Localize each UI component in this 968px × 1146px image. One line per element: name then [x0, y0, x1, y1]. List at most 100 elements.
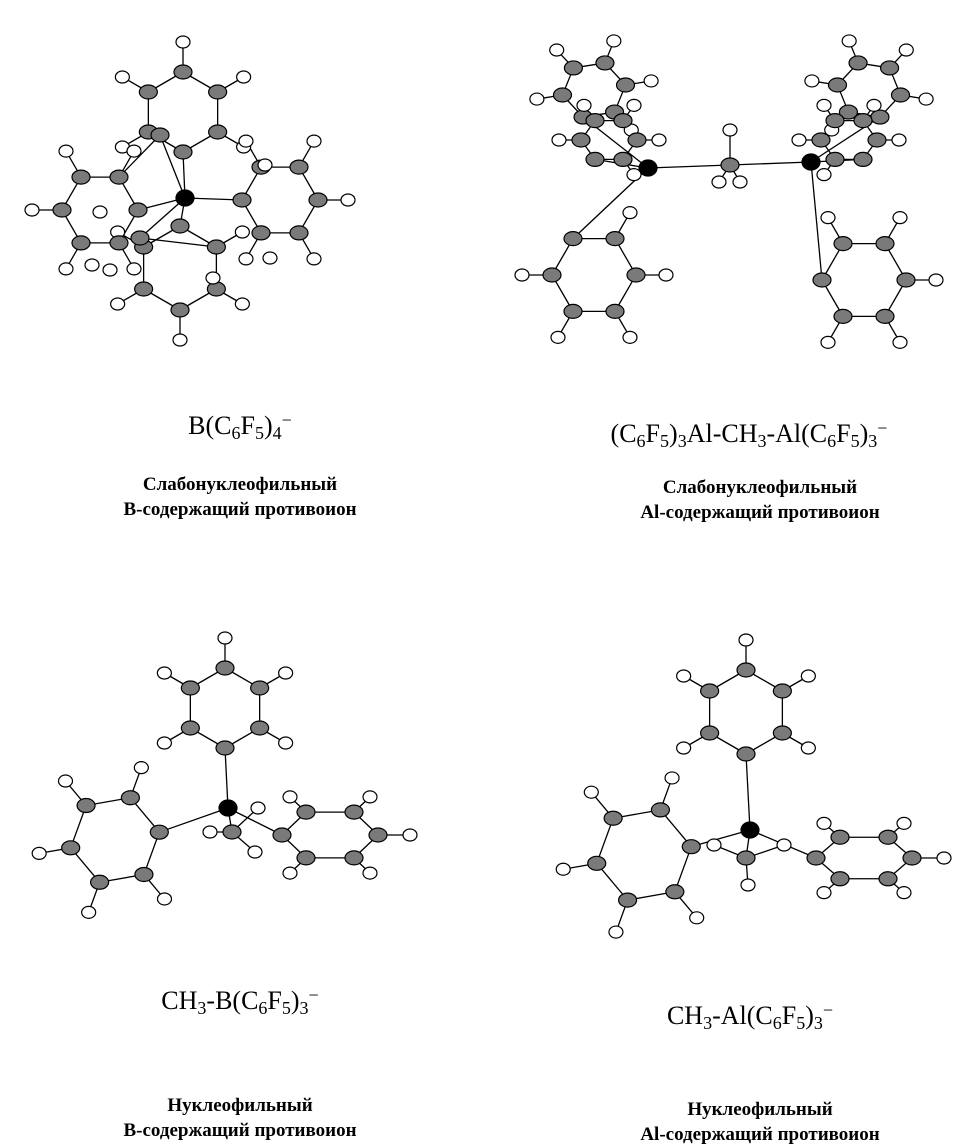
caption-b-c6f5-4: Слабонуклеофильный B-содержащий противои…	[40, 472, 440, 522]
fluorine-atom	[236, 70, 252, 84]
fluorine-atom	[689, 911, 705, 925]
carbon-atom	[289, 159, 309, 175]
fluorine-atom	[892, 211, 908, 225]
carbon-atom	[120, 790, 140, 806]
fluorine-atom	[658, 268, 674, 282]
fluorine-atom	[202, 825, 218, 839]
bond-line	[159, 134, 186, 199]
fluorine-atom	[816, 886, 832, 900]
fluorine-atom	[722, 123, 738, 137]
carbon-atom	[875, 308, 895, 324]
carbon-atom	[617, 892, 638, 908]
formula-part: −	[822, 1000, 834, 1020]
formula-part: 5	[796, 1013, 806, 1033]
carbon-atom	[109, 235, 129, 251]
fluorine-atom	[234, 297, 250, 311]
formula-part: F	[240, 411, 255, 440]
fluorine-atom	[247, 845, 263, 859]
carbon-atom	[208, 84, 228, 100]
carbon-atom	[833, 236, 853, 252]
carbon-atom	[250, 720, 270, 736]
formula-part: F	[836, 419, 851, 448]
carbon-atom	[296, 804, 316, 820]
carbon-atom	[208, 124, 228, 140]
carbon-atom	[71, 169, 91, 185]
formula-part: −	[281, 410, 292, 430]
carbon-atom	[875, 236, 895, 252]
carbon-atom	[542, 267, 562, 283]
carbon-atom	[627, 132, 647, 148]
fluorine-atom	[583, 785, 599, 799]
carbon-atom	[830, 829, 850, 845]
fluorine-atom	[172, 333, 188, 347]
carbon-atom	[827, 77, 848, 93]
carbon-atom	[128, 202, 148, 218]
fluorine-atom	[402, 828, 418, 842]
formula-part: 6	[827, 431, 837, 451]
fluorine-atom	[514, 268, 530, 282]
carbon-atom	[595, 55, 615, 71]
formula-part: F	[267, 986, 282, 1015]
carbon-atom	[626, 267, 646, 283]
carbon-atom	[206, 239, 226, 255]
caption-line-1: Слабонуклеофильный	[662, 477, 858, 498]
fluorine-atom	[626, 168, 642, 182]
fluorine-atom	[57, 774, 74, 788]
fluorine-atom	[891, 133, 907, 147]
caption-al-ch3-al: Слабонуклеофильный Al-содержащий противо…	[560, 475, 960, 525]
carbon-atom	[585, 151, 605, 167]
carbon-atom	[170, 302, 190, 318]
fluorine-atom	[205, 271, 221, 285]
formula-part: 5	[660, 431, 670, 451]
bond-line	[647, 164, 731, 169]
carbon-atom	[344, 850, 364, 866]
formula-part: B(C	[188, 411, 232, 440]
formula-b-c6f5-4: B(C6F5)4−	[40, 410, 440, 444]
caption-line-2: Al-содержащий противоион	[640, 502, 880, 523]
fluorine-atom	[175, 35, 191, 49]
fluorine-atom	[24, 203, 40, 217]
fluorine-atom	[549, 43, 565, 57]
carbon-atom	[650, 802, 671, 818]
carbon-atom	[613, 113, 633, 129]
caption-line-2: B-содержащий противоион	[123, 499, 357, 520]
carbon-atom	[878, 871, 898, 887]
carbon-atom	[76, 797, 96, 814]
caption-line-1: Слабонуклеофильный	[142, 474, 338, 495]
formula-part: −	[877, 418, 888, 438]
carbon-atom	[585, 113, 605, 129]
fluorine-atom	[936, 851, 952, 865]
formula-part: 6	[772, 1013, 782, 1033]
central-atom	[638, 159, 658, 177]
formula-part: −	[308, 985, 319, 1005]
carbon-atom	[272, 827, 292, 843]
carbon-atom	[109, 169, 129, 185]
carbon-atom	[812, 272, 832, 288]
formula-part: 6	[258, 998, 268, 1018]
carbon-atom	[825, 113, 845, 129]
carbon-atom	[180, 680, 200, 696]
central-atom	[175, 189, 195, 207]
fluorine-atom	[676, 669, 692, 683]
carbon-atom	[308, 192, 328, 208]
formula-ch3-b: CH3-B(C6F5)3−	[40, 985, 440, 1019]
formula-part: CH	[666, 1001, 704, 1030]
carbon-atom	[681, 839, 701, 855]
fluorine-atom	[606, 34, 622, 48]
carbon-atom	[215, 660, 235, 676]
formula-part: 3	[703, 1013, 713, 1033]
carbon-atom	[170, 218, 190, 234]
fluorine-atom	[31, 846, 47, 860]
carbon-atom	[878, 829, 898, 845]
caption-line-2: B-содержащий противоион	[123, 1120, 357, 1141]
bond-line	[691, 829, 751, 848]
carbon-atom	[289, 225, 309, 241]
fluorine-atom	[126, 144, 142, 158]
carbon-atom	[736, 850, 756, 866]
molecule-al-ch3-al	[514, 34, 944, 349]
carbon-atom	[605, 231, 625, 247]
caption-line-2: Al-содержащий противоион	[640, 1124, 880, 1145]
fluorine-atom	[257, 158, 273, 172]
fluorine-atom	[643, 74, 659, 88]
carbon-atom	[138, 84, 158, 100]
